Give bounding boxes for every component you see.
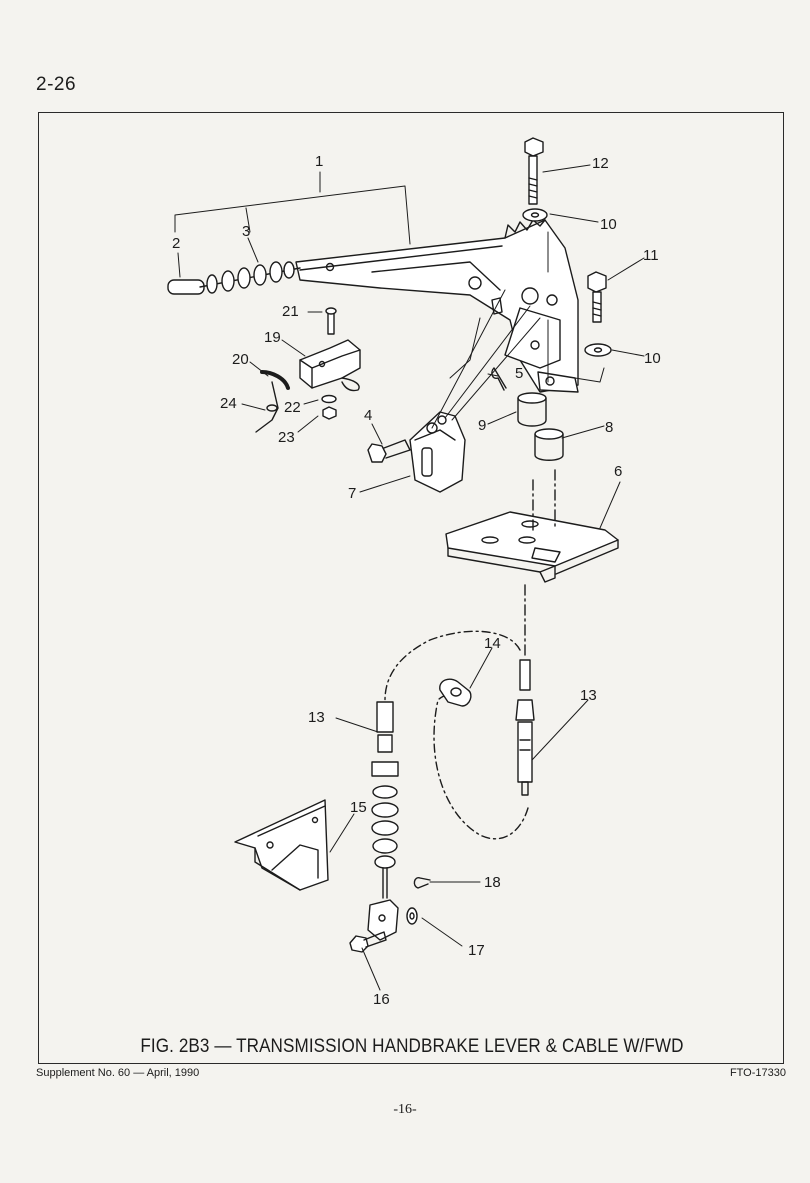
mounting-plate-6 [445, 511, 619, 583]
callout-24: 24 [220, 395, 237, 412]
callout-19: 19 [264, 329, 281, 346]
callout-6: 6 [614, 463, 622, 480]
bolt-4 [367, 439, 411, 463]
callout-14: 14 [484, 635, 501, 652]
callout-23: 23 [278, 429, 295, 446]
switch-assembly [255, 307, 361, 433]
callout-17: 17 [468, 942, 485, 959]
callout-13-right: 13 [580, 687, 597, 704]
footer-page-number: -16- [393, 1102, 417, 1117]
callout-3: 3 [242, 223, 250, 240]
callout-2: 2 [172, 235, 180, 252]
callout-16: 16 [373, 991, 390, 1008]
callout-12: 12 [592, 155, 609, 172]
page-number: 2-26 [36, 74, 77, 95]
callout-8: 8 [605, 419, 613, 436]
callout-15: 15 [350, 799, 367, 816]
spacer-8 [534, 428, 564, 461]
callout-10-top: 10 [600, 216, 617, 233]
callout-13-left: 13 [308, 709, 325, 726]
callout-5: 5 [515, 365, 523, 382]
callout-22: 22 [284, 399, 301, 416]
figure-caption: FIG. 2B3 — TRANSMISSION HANDBRAKE LEVER … [140, 1036, 684, 1057]
callout-11: 11 [643, 247, 659, 264]
callout-1: 1 [315, 153, 323, 170]
callout-10-bottom: 10 [644, 350, 661, 367]
callout-7: 7 [348, 485, 356, 502]
clevis-bracket-7 [409, 411, 466, 493]
callout-labels: 1 2 3 4 5 6 7 8 9 10 10 11 12 13 13 14 1… [172, 153, 661, 1008]
supplement-note: Supplement No. 60 — April, 1990 [36, 1067, 200, 1079]
callout-4: 4 [364, 407, 372, 424]
leader-lines [174, 164, 645, 991]
callout-21: 21 [282, 303, 299, 320]
clip-14 [439, 678, 472, 707]
callout-20: 20 [232, 351, 249, 368]
cotter-pin-5 [491, 367, 507, 391]
bushing-9 [517, 392, 547, 427]
cable-13-left [371, 701, 399, 899]
cable-13-right [384, 469, 556, 840]
bolt-12 [522, 137, 548, 222]
clevis-16 [349, 877, 431, 953]
bracket-15 [234, 799, 329, 891]
figure-reference-code: FTO-17330 [729, 1067, 786, 1079]
figure-frame [38, 112, 784, 1064]
callout-9: 9 [478, 417, 486, 434]
bolt-11 [584, 271, 612, 357]
callout-18: 18 [484, 874, 501, 891]
lever-grip [167, 261, 301, 295]
